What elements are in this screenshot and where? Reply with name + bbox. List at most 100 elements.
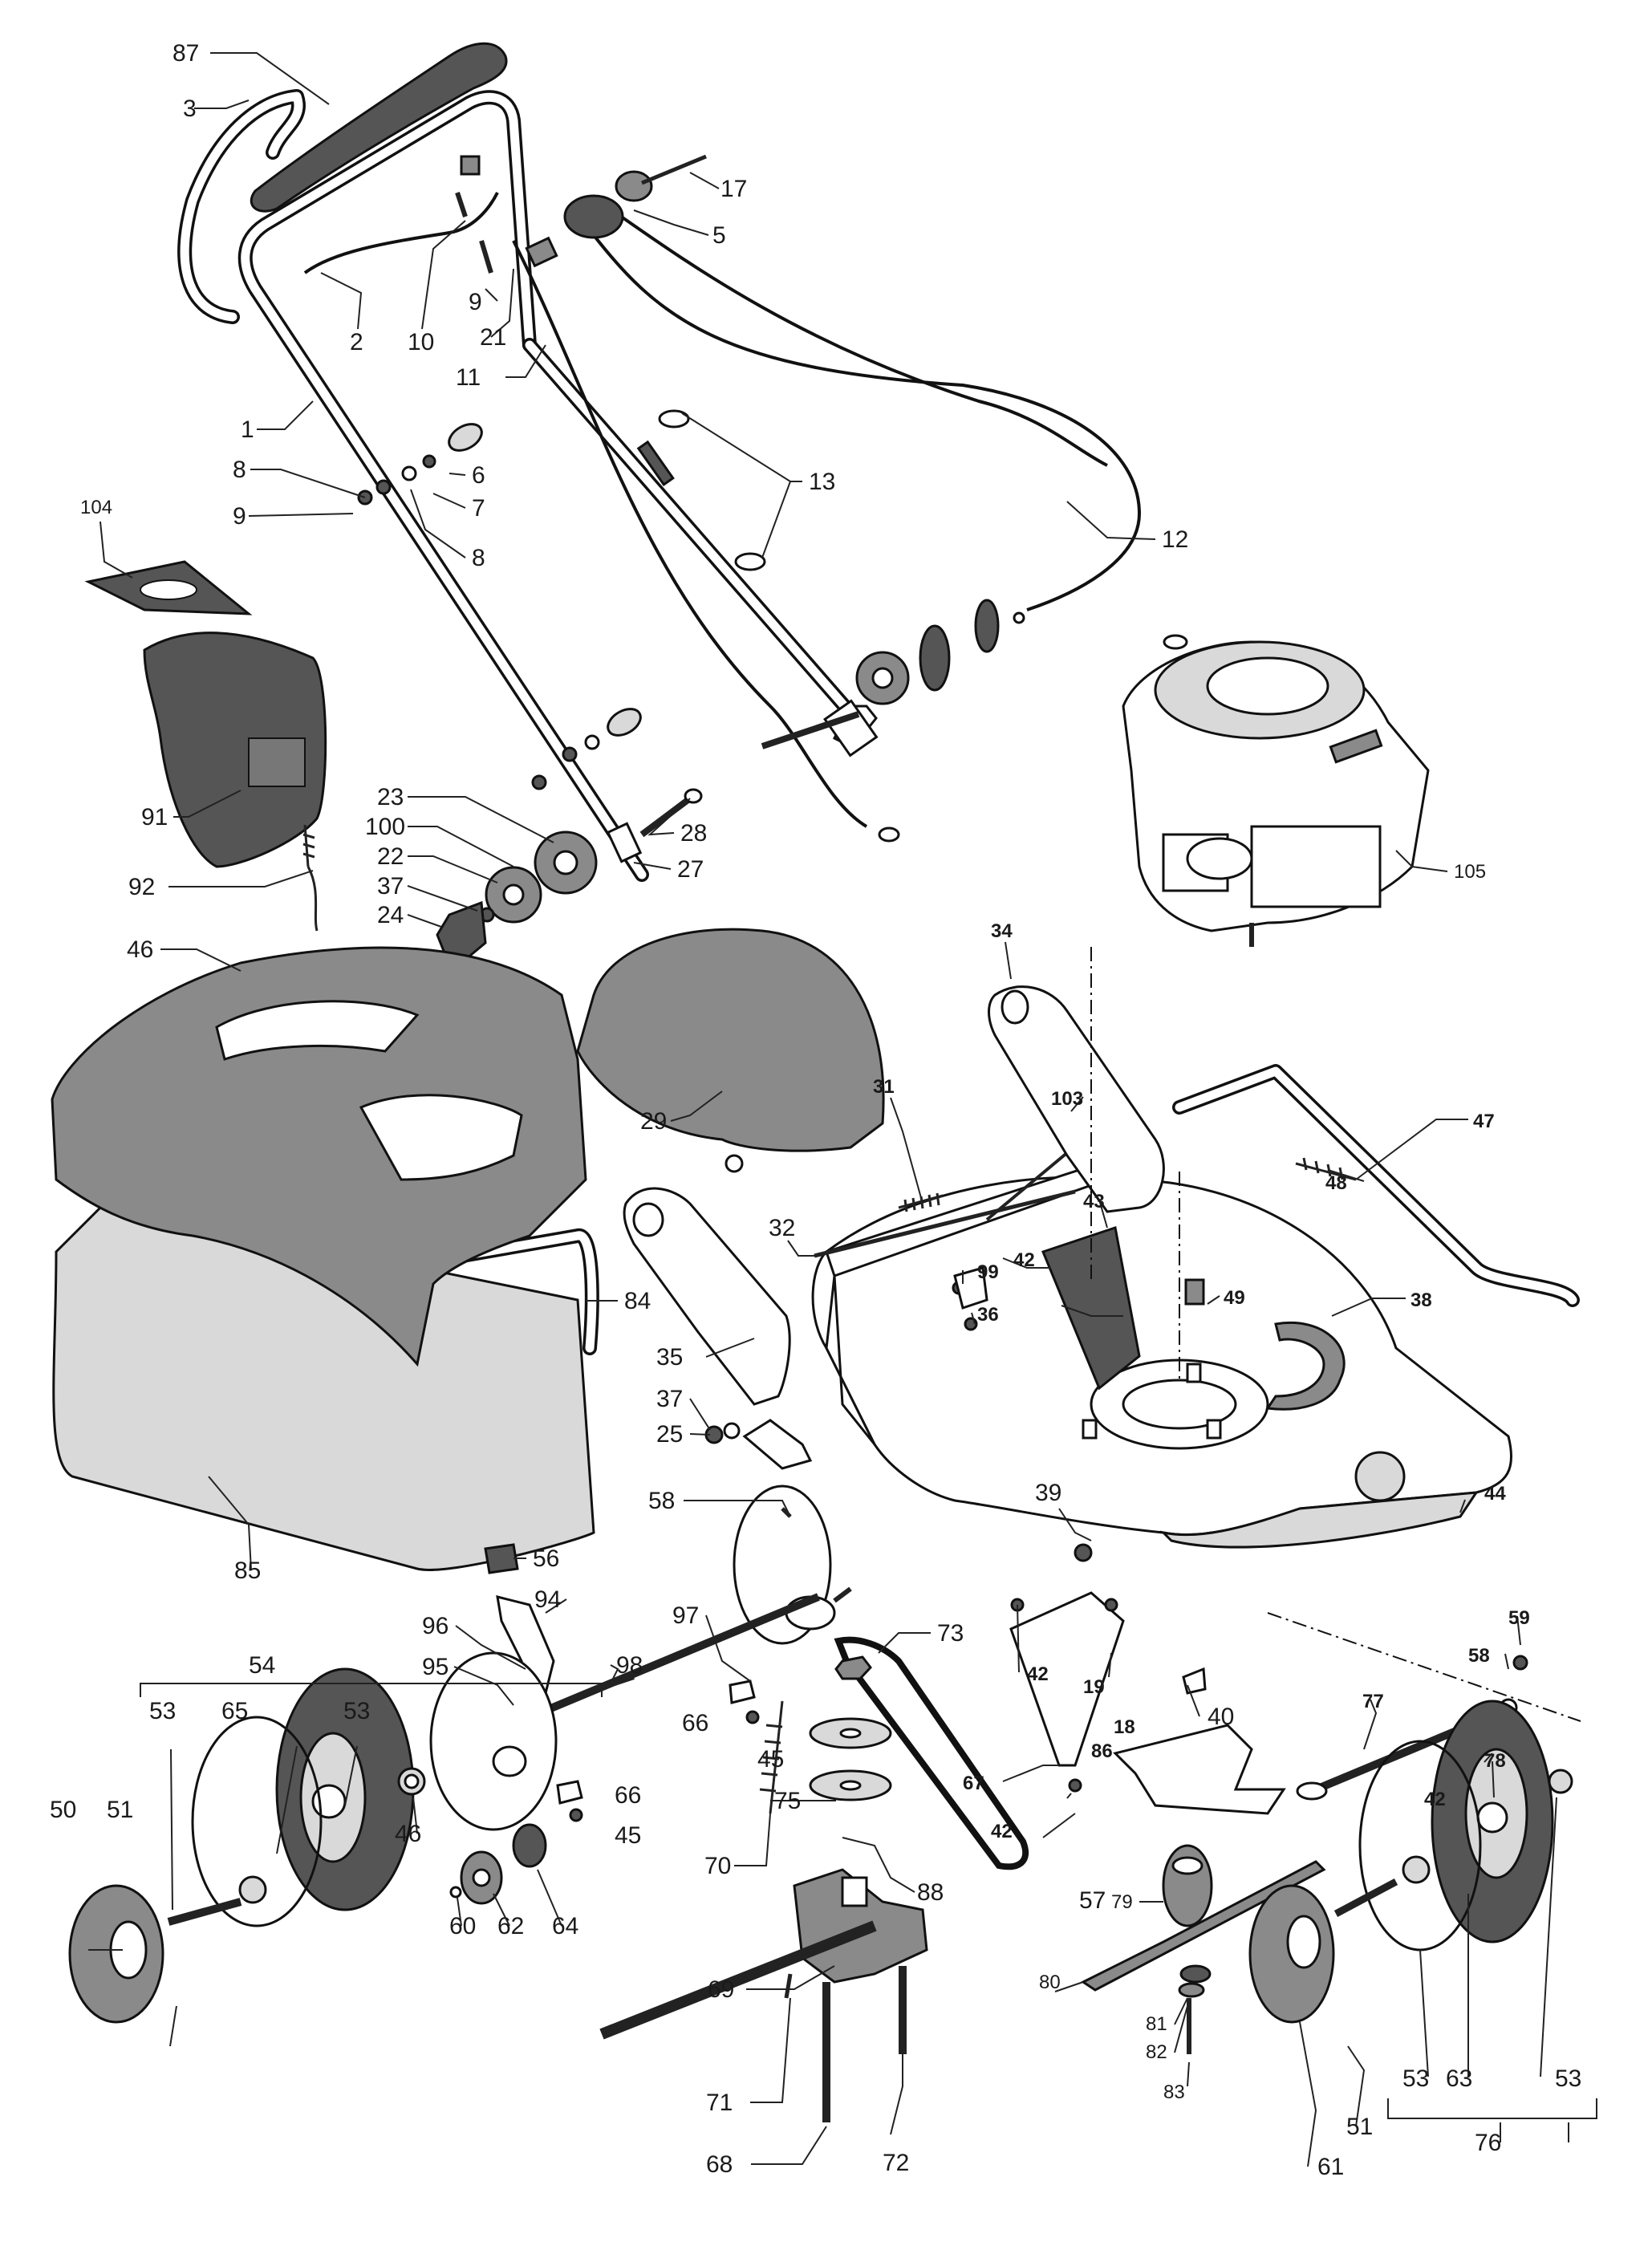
- label-24: 24: [377, 902, 404, 928]
- handle-fasteners-upper: [357, 423, 483, 506]
- label-45-lower: 45: [615, 1822, 641, 1849]
- blade-80: [1081, 1860, 1326, 1992]
- label-78: 78: [1484, 1750, 1506, 1772]
- label-59: 59: [1508, 1607, 1530, 1629]
- label-38: 38: [1410, 1289, 1432, 1311]
- label-104: 104: [80, 497, 112, 518]
- label-69: 69: [708, 1976, 734, 2003]
- drive-belt-73: [834, 1636, 1029, 1870]
- label-23: 23: [377, 784, 404, 810]
- label-9-upper: 9: [469, 289, 482, 315]
- label-1: 1: [241, 416, 254, 443]
- front-axle-blade: [1009, 1591, 1528, 2054]
- label-21: 21: [480, 324, 506, 351]
- mulch-plug-assembly: [84, 560, 327, 932]
- leader-lines: [88, 52, 1569, 2167]
- label-34: 34: [991, 920, 1013, 942]
- label-84: 84: [624, 1288, 651, 1314]
- label-25: 25: [656, 1421, 683, 1448]
- wheel-guard-disc: [429, 1651, 558, 1831]
- label-88: 88: [917, 1879, 944, 1906]
- label-82: 82: [1146, 2041, 1167, 2063]
- handle-grip: [250, 42, 508, 213]
- label-49: 49: [1224, 1287, 1245, 1309]
- label-94: 94: [534, 1586, 561, 1613]
- label-105: 105: [1454, 861, 1486, 883]
- label-91: 91: [141, 804, 168, 831]
- label-65: 65: [221, 1698, 248, 1724]
- bearing-64: [512, 1823, 547, 1868]
- label-56: 56: [533, 1545, 559, 1572]
- label-98: 98: [616, 1652, 643, 1679]
- collector-bag-85: [52, 1202, 595, 1571]
- engine: [1122, 640, 1430, 947]
- label-58-left: 58: [648, 1488, 675, 1514]
- side-plate-34: [988, 985, 1165, 1213]
- label-100: 100: [365, 814, 405, 840]
- label-46-top: 46: [127, 936, 153, 963]
- handle-assembly: [177, 42, 1188, 882]
- label-53-b: 53: [343, 1698, 370, 1724]
- label-103: 103: [1051, 1088, 1083, 1110]
- label-11: 11: [456, 364, 481, 391]
- throttle-cable: [584, 223, 1142, 611]
- label-85: 85: [234, 1558, 261, 1584]
- part-number-labels: 87 3 17 5 9 2 10 21 11 1 8 6 7 9 8 13 10…: [50, 40, 1581, 2180]
- label-6: 6: [472, 462, 485, 489]
- label-47: 47: [1473, 1111, 1495, 1132]
- label-66-upper: 66: [682, 1710, 708, 1736]
- label-53-c: 53: [1402, 2065, 1429, 2092]
- label-76: 76: [1475, 2130, 1501, 2156]
- bracket-27: [606, 822, 643, 863]
- label-70: 70: [704, 1853, 731, 1879]
- label-42-right: 42: [1424, 1789, 1446, 1810]
- label-73: 73: [937, 1620, 964, 1647]
- label-42-lower: 42: [991, 1821, 1013, 1842]
- label-97: 97: [672, 1602, 699, 1629]
- label-32: 32: [769, 1215, 795, 1241]
- cable-clip: [525, 236, 558, 268]
- label-3: 3: [183, 95, 197, 122]
- label-54: 54: [249, 1652, 275, 1679]
- chute-43: [1041, 1226, 1141, 1391]
- label-63: 63: [1446, 2065, 1472, 2092]
- label-67: 67: [963, 1773, 984, 1794]
- label-62: 62: [497, 1913, 524, 1939]
- rear-wheel-drive-left: [68, 1484, 852, 2024]
- label-99: 99: [977, 1261, 999, 1283]
- label-31: 31: [873, 1076, 895, 1098]
- label-72: 72: [883, 2150, 909, 2176]
- label-13: 13: [809, 469, 835, 495]
- label-95: 95: [422, 1654, 449, 1680]
- transmission: [599, 1636, 1029, 2122]
- label-79: 79: [1111, 1891, 1133, 1913]
- label-92: 92: [128, 874, 155, 900]
- label-71: 71: [706, 2090, 733, 2116]
- label-83: 83: [1163, 2081, 1185, 2103]
- label-80: 80: [1039, 1972, 1061, 1993]
- label-7: 7: [472, 495, 485, 522]
- label-43: 43: [1083, 1191, 1105, 1212]
- label-9-lower: 9: [233, 503, 246, 530]
- label-42-deck: 42: [1013, 1249, 1035, 1271]
- label-29: 29: [640, 1108, 667, 1135]
- spring-92: [302, 824, 319, 932]
- label-86: 86: [1091, 1740, 1113, 1762]
- label-39: 39: [1035, 1480, 1061, 1506]
- label-17: 17: [720, 176, 747, 202]
- label-8-upper: 8: [233, 457, 246, 483]
- label-18: 18: [1114, 1716, 1135, 1738]
- height-adjuster-left: [436, 788, 703, 965]
- label-64: 64: [552, 1913, 578, 1939]
- drive-lever: [303, 192, 499, 274]
- label-37-upper: 37: [377, 873, 404, 900]
- label-53-a: 53: [149, 1698, 176, 1724]
- label-77: 77: [1362, 1691, 1384, 1712]
- label-19: 19: [1083, 1676, 1105, 1698]
- label-28: 28: [680, 820, 707, 847]
- label-51-right: 51: [1346, 2114, 1373, 2140]
- label-87: 87: [173, 40, 199, 67]
- label-66-lower: 66: [615, 1782, 641, 1809]
- label-48: 48: [1325, 1172, 1347, 1194]
- label-5: 5: [712, 222, 726, 249]
